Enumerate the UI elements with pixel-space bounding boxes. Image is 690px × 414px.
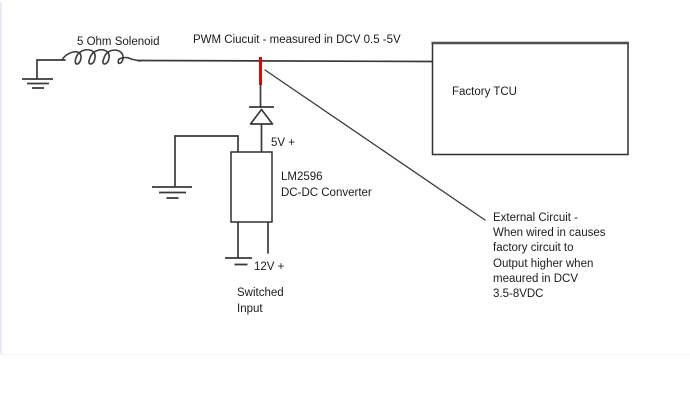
switched-input-line2: Input [237, 302, 263, 315]
red-probe-mark [259, 57, 262, 85]
pwm-circuit-label: PWM Ciucuit - measured in DCV 0.5 -5V [193, 34, 401, 46]
converter-label-line1: LM2596 [281, 171, 323, 183]
callout-line-external-circuit [264, 69, 486, 221]
ground-symbol-middle [152, 186, 192, 199]
solenoid-label: 5 Ohm Solenoid [77, 36, 160, 48]
inductor-coil-icon [61, 48, 141, 65]
external-circuit-note: External Circuit - When wired in causes … [493, 211, 606, 302]
converter-label-line2: DC-DC Converter [281, 187, 372, 199]
factory-tcu-box [431, 42, 629, 156]
image-left-edge-strip [0, 2, 2, 354]
external-note-line: When wired in causes [493, 227, 606, 240]
switched-input-line1: Switched [237, 287, 284, 299]
switched-input-label: Switched Input [237, 286, 284, 317]
external-note-line: factory circuit to [493, 242, 574, 255]
factory-tcu-label: Factory TCU [452, 86, 517, 98]
twelve-volt-label: 12V + [254, 261, 285, 273]
external-note-line: meaured in DCV [493, 272, 579, 285]
wire-solenoid-to-tcu [137, 59, 433, 63]
dcdc-converter-box [230, 151, 273, 223]
converter-label: LM2596 DC-DC Converter [281, 169, 372, 201]
image-bottom-edge [0, 354, 690, 355]
five-volt-label: 5V + [271, 137, 295, 149]
external-note-line: 3.5-8VDC [493, 288, 544, 301]
external-note-line: Output higher when [493, 257, 594, 270]
ground-symbol-bottom [225, 257, 252, 266]
diode-symbol [249, 106, 274, 125]
ground-symbol-left [22, 78, 53, 89]
external-note-line: External Circuit - [493, 212, 578, 224]
